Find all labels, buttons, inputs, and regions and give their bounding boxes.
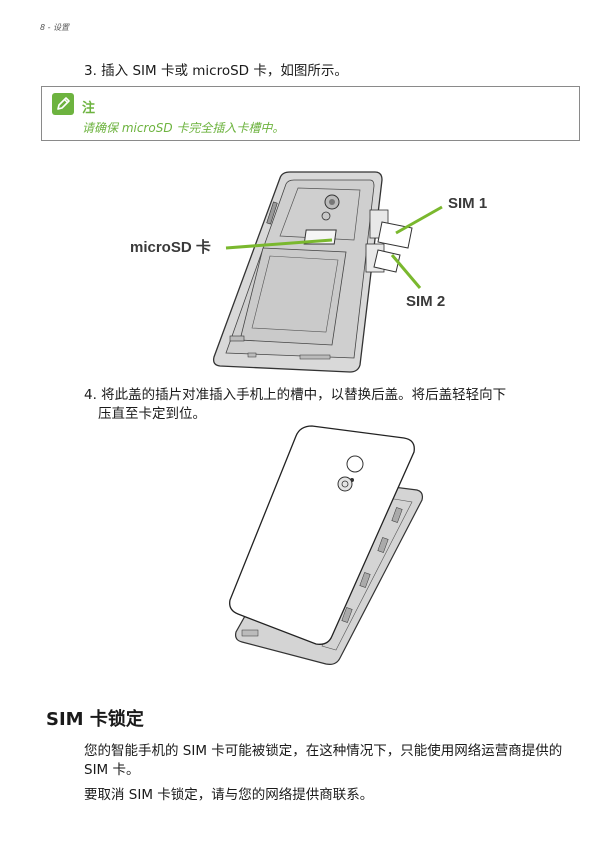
sim-insertion-figure: microSD 卡 SIM 1 SIM 2 xyxy=(130,171,487,373)
section-paragraph-1: 您的智能手机的 SIM 卡可能被锁定，在这种情况下，只能使用网络运营商提供的 S… xyxy=(84,743,563,778)
microsd-label: microSD 卡 xyxy=(130,238,211,256)
step-3-instruction: 3. 插入 SIM 卡或 microSD 卡，如图所示。 xyxy=(84,63,348,79)
section-paragraph-2: 要取消 SIM 卡锁定，请与您的网络提供商联系。 xyxy=(84,787,374,803)
battery-area xyxy=(239,247,347,346)
section-title: SIM 卡锁定 xyxy=(46,709,144,730)
pencil-icon xyxy=(52,93,74,115)
sim2-callout-line xyxy=(390,254,422,289)
sim1-label: SIM 1 xyxy=(448,195,487,212)
microsd-callout-line xyxy=(225,238,333,250)
back-cover xyxy=(229,425,415,645)
step-4-instruction: 4. 将此盖的插片对准插入手机上的槽中，以替换后盖。将后盖轻轻向下 压直至卡定到… xyxy=(84,386,584,424)
note-title: 注 xyxy=(82,101,96,116)
note-text: 请确保 microSD 卡完全插入卡槽中。 xyxy=(82,121,285,135)
note-box: 注 请确保 microSD 卡完全插入卡槽中。 xyxy=(41,86,580,141)
flash xyxy=(321,211,331,221)
sim1-callout-line xyxy=(395,205,443,235)
step-4-line-2: 压直至卡定到位。 xyxy=(98,406,206,422)
flash-hole xyxy=(337,476,353,492)
back-cover-figure xyxy=(229,425,424,665)
page-header: 8 - 设置 xyxy=(40,23,70,32)
sim2-label: SIM 2 xyxy=(406,293,445,310)
camera-hole xyxy=(346,455,364,473)
step-4-line-1: 4. 将此盖的插片对准插入手机上的槽中，以替换后盖。将后盖轻轻向下 xyxy=(84,387,507,403)
